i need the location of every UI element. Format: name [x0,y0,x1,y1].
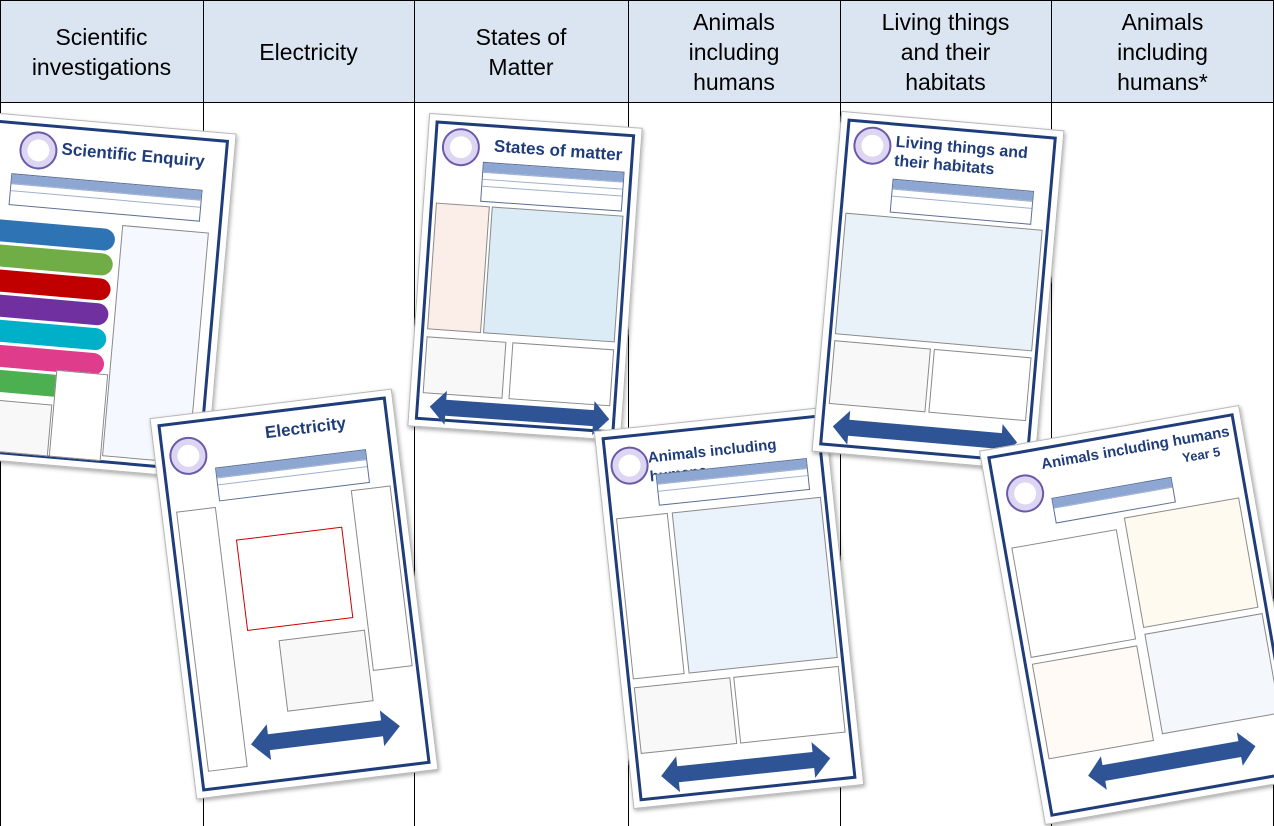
header-animals-including-humans: Animals including humans [688,8,780,95]
column-divider [628,0,629,826]
poster-electricity: Electricity [149,388,439,800]
poster-living-things: Living things and their habitats [811,110,1065,472]
header-living-things: Living things and their habitats [881,8,1010,95]
learning-links-arrow [1088,732,1256,790]
header-electricity: Electricity [259,38,358,65]
poster-states-of-matter: States of matter [407,112,643,442]
column-divider [1051,0,1052,826]
learning-links-arrow [661,742,831,793]
poster-animals-including-humans-year5: Animals including humans Year 5 [979,404,1274,826]
learning-links-arrow [429,390,610,436]
header-animals-including-humans-star: Animals including humans* [1117,8,1208,95]
header-scientific-investigations: Scientific investigations [31,23,172,80]
learning-links-arrow [251,710,400,761]
table-top-border [0,0,1274,1]
header-row: Scientific investigations Electricity St… [0,0,1274,103]
header-states-of-matter: States of Matter [475,23,567,80]
poster-animals-including-humans: Animals including humans [593,406,865,810]
learning-links-arrow [832,410,1018,459]
